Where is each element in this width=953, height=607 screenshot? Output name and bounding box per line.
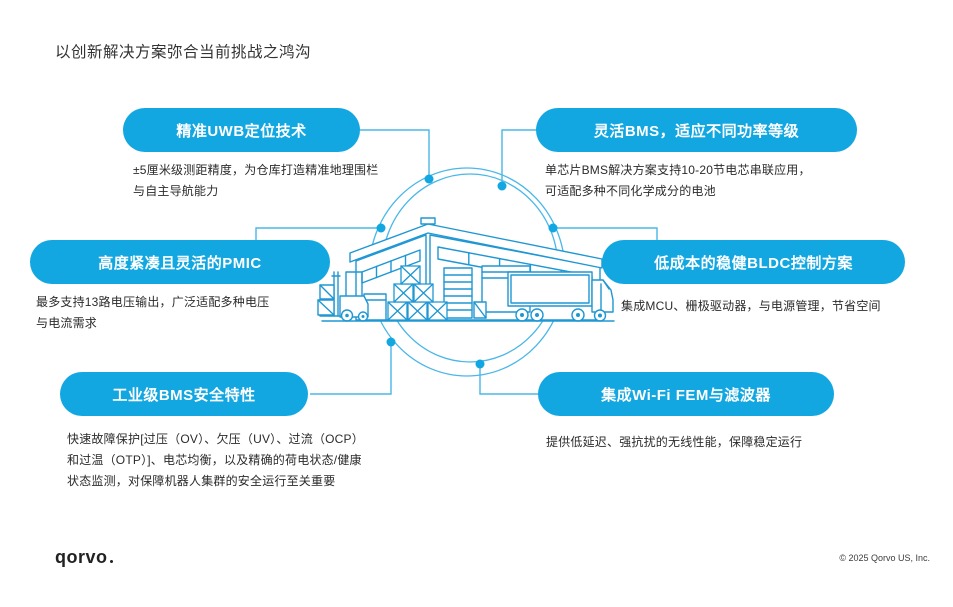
- crates-icon: [387, 265, 448, 321]
- card-pmic-pill: 高度紧凑且灵活的PMIC: [30, 240, 330, 284]
- node-dot: [386, 337, 396, 347]
- connector-mid-left: [255, 227, 381, 240]
- page-title: 以创新解决方案弥合当前挑战之鸿沟: [55, 44, 312, 61]
- qorvo-logo: qorvo: [55, 547, 113, 568]
- connector-top-right: [501, 129, 537, 186]
- card-bldc-description: 集成MCU、栅极驱动器，与电源管理，节省空间: [621, 299, 881, 313]
- card-flexible-bms-pill: 灵活BMS，适应不同功率等级: [536, 108, 857, 152]
- card-bms-safety-description: 快速故障保护[过压（OV）、欠压（UV）、过流（OCP） 和过温（OTP）]、电…: [67, 432, 364, 488]
- node-dots: [376, 174, 558, 369]
- card-uwb-description: ±5厘米级测距精度，为仓库打造精准地理围栏 与自主导航能力: [133, 163, 379, 198]
- connector-bottom-right: [479, 364, 538, 395]
- node-dot: [475, 359, 485, 369]
- card-uwb-pill: 精准UWB定位技术: [123, 108, 360, 152]
- card-wifi-fem-description: 提供低延迟、强抗扰的无线性能，保障稳定运行: [546, 435, 803, 449]
- node-dot: [548, 223, 558, 233]
- copyright-text: © 2025 Qorvo US, Inc.: [839, 553, 930, 563]
- node-dot: [376, 223, 386, 233]
- card-pmic-description: 最多支持13路电压输出，广泛适配多种电压 与电流需求: [36, 295, 270, 330]
- connector-mid-right: [553, 227, 658, 240]
- warehouse-building-icon: [349, 217, 603, 321]
- card-bms-safety-pill: 工业级BMS安全特性: [60, 372, 308, 416]
- node-dot: [497, 181, 507, 191]
- card-bldc-pill: 低成本的稳健BLDC控制方案: [602, 240, 905, 284]
- card-wifi-fem-pill: 集成Wi-Fi FEM与滤波器: [538, 372, 834, 416]
- card-flexible-bms-description: 单芯片BMS解决方案支持10-20节电芯串联应用， 可适配多种不同化学成分的电池: [545, 163, 811, 198]
- truck-icon: [507, 271, 614, 322]
- connector-bottom-left: [310, 342, 392, 395]
